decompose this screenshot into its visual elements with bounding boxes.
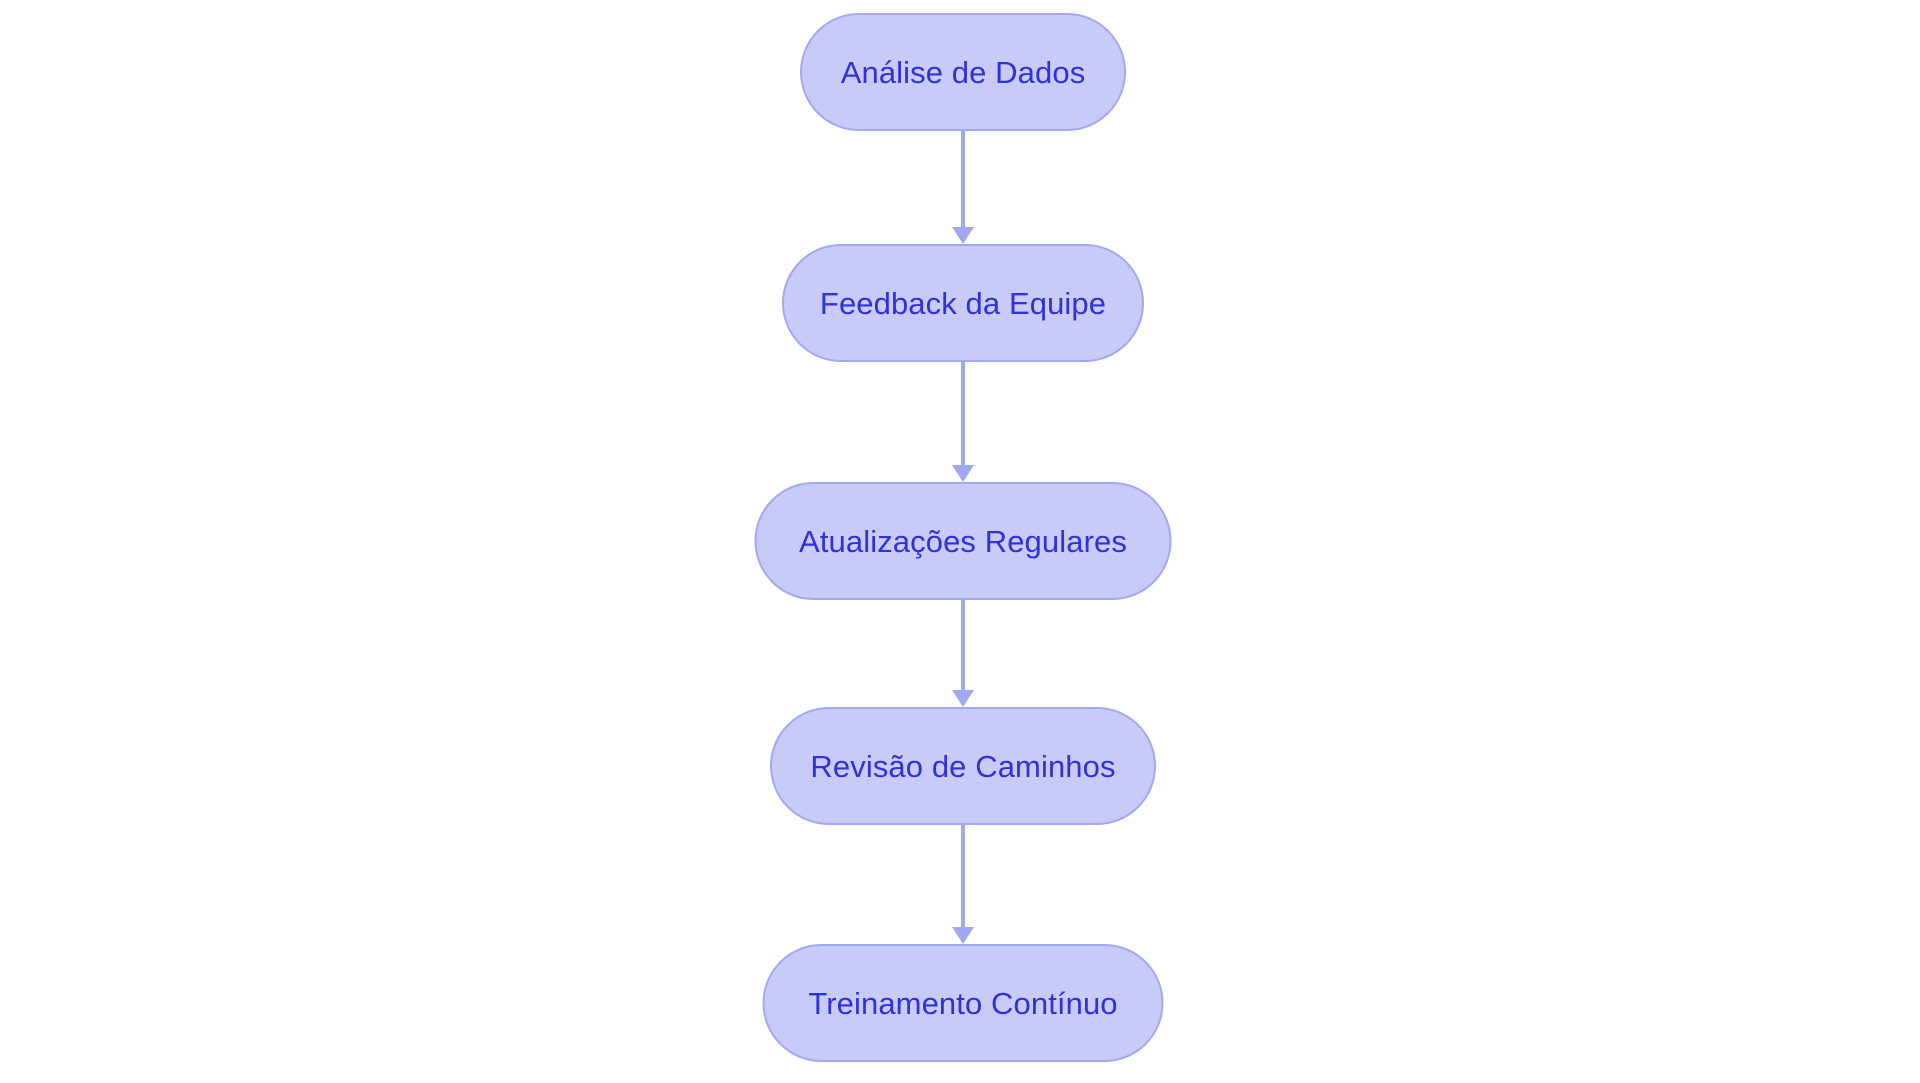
flowchart-node-treinamento-continuo[interactable]: Treinamento Contínuo [762, 944, 1164, 1062]
arrow-down-icon [952, 927, 974, 944]
flowchart-connector-arrow-4 [952, 825, 974, 944]
flowchart-node-atualizacoes-regulares[interactable]: Atualizações Regulares [754, 482, 1172, 600]
connector-line [961, 600, 965, 691]
connector-line [961, 131, 965, 228]
flowchart-node-label: Análise de Dados [840, 54, 1086, 90]
connector-line [961, 362, 965, 466]
flowchart-connector-arrow-3 [952, 600, 974, 707]
flowchart-node-analise-de-dados[interactable]: Análise de Dados [800, 13, 1126, 131]
arrow-down-icon [952, 690, 974, 707]
flowchart-node-revisao-de-caminhos[interactable]: Revisão de Caminhos [770, 707, 1156, 825]
arrow-down-icon [952, 227, 974, 244]
flowchart-connector-arrow-1 [952, 131, 974, 244]
arrow-down-icon [952, 465, 974, 482]
flowchart-node-label: Feedback da Equipe [819, 285, 1107, 321]
flowchart-node-feedback-da-equipe[interactable]: Feedback da Equipe [782, 244, 1144, 362]
flowchart-node-label: Atualizações Regulares [799, 523, 1127, 559]
connector-line [961, 825, 965, 928]
flowchart-connector-arrow-2 [952, 362, 974, 482]
flowchart-node-label: Revisão de Caminhos [810, 748, 1116, 784]
flowchart-node-label: Treinamento Contínuo [808, 985, 1118, 1021]
